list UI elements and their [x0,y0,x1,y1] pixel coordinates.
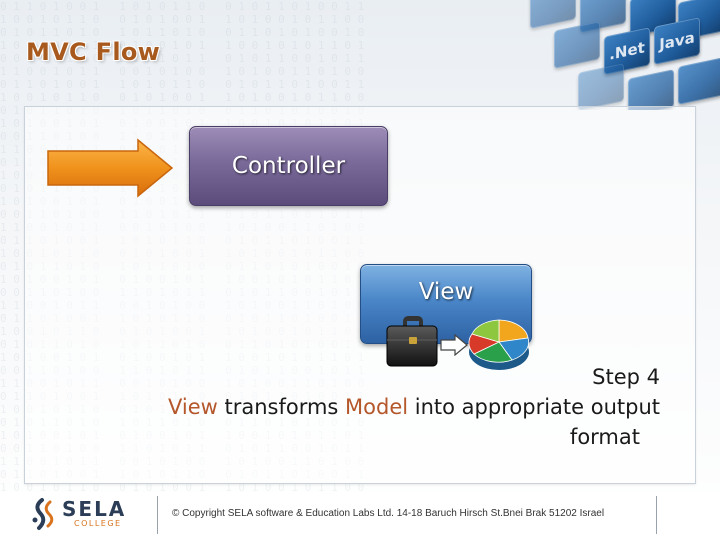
controller-box: Controller [189,126,388,206]
pie-chart-icon [468,319,529,370]
footer-divider [157,496,158,534]
step-number: Step 4 [592,365,660,389]
briefcase-icon [386,316,438,367]
text-into-output: into appropriate output [408,395,660,419]
cube-tile [554,21,600,69]
step-description: Step 4 View transforms Model into approp… [60,362,660,452]
cube-tile [530,0,576,29]
step-line-2: View transforms Model into appropriate o… [60,392,660,422]
logo-text: SELA [62,497,127,521]
copyright-text: © Copyright SELA software & Education La… [172,508,605,519]
logo-subtext: COLLEGE [74,519,122,528]
orange-arrow-icon [47,138,174,198]
slide-title: MVC Flow [26,38,161,66]
footer-divider [656,496,657,534]
cube-tile [628,69,674,110]
step-line-3: format [569,425,640,449]
controller-label: Controller [231,153,346,179]
highlight-view: View [167,395,218,419]
view-label: View [418,279,474,305]
cube-label-java: Java [654,17,700,65]
text-transforms: transforms [217,395,346,419]
cube-tile [678,57,720,105]
transform-arrow-icon [440,334,468,356]
technology-cubes-decoration: .Net Java [520,0,720,110]
highlight-model: Model [345,395,409,419]
sela-logo-icon [32,498,54,530]
footer-bar [0,492,720,540]
cube-tile [578,63,624,110]
